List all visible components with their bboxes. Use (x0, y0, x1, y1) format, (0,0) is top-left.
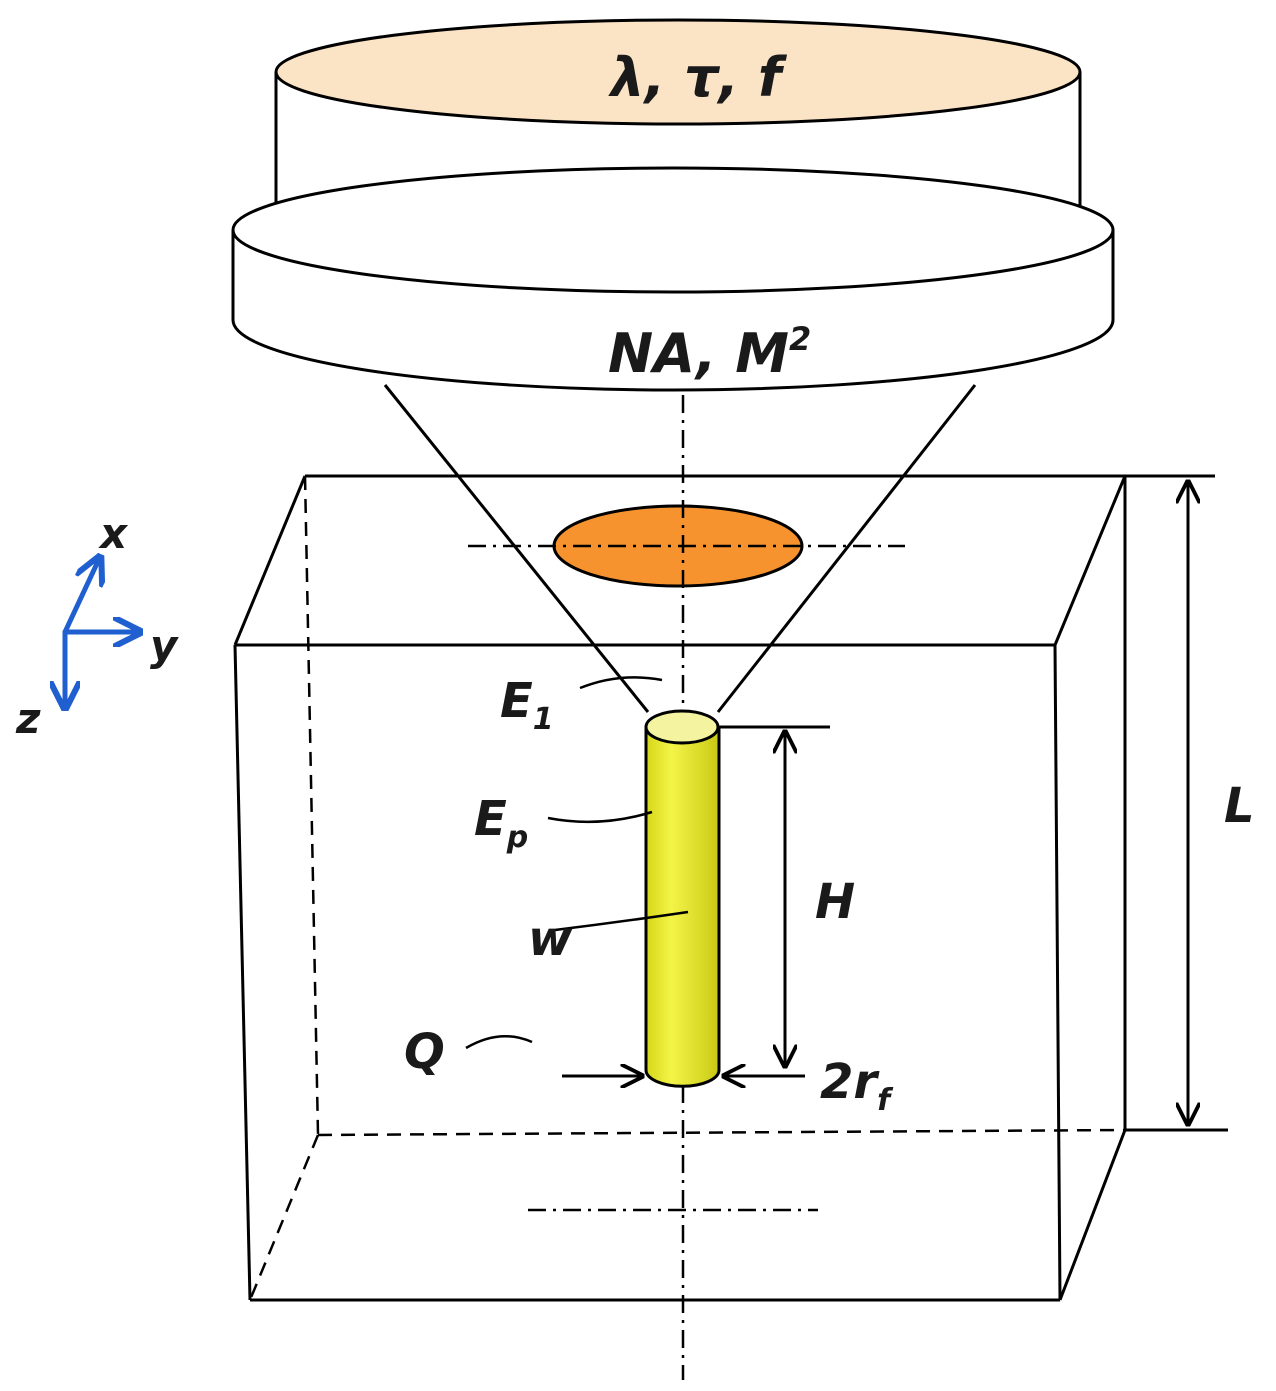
q-label: Q (404, 1024, 445, 1080)
axis-y-label: y (150, 621, 179, 670)
thickness-dimension (1125, 474, 1228, 1132)
h-label: H (815, 874, 855, 930)
center-axis-line (468, 395, 905, 1380)
wavelength-pulse-focal-label: λ, τ, f (608, 46, 788, 109)
e1-label: E1 (500, 673, 554, 737)
axis-z-label: z (15, 694, 41, 743)
label-leaders (465, 676, 689, 1050)
ep-label: Ep (474, 791, 528, 855)
axis-x-label: x (98, 509, 129, 558)
objective-lens (231, 166, 1115, 392)
beam-cone (383, 384, 977, 713)
height-dimension (720, 725, 830, 1066)
numerical-aperture-label: NA, M2 (608, 320, 811, 385)
w-label: w (528, 911, 573, 967)
upper-lens (274, 18, 1082, 232)
l-label: L (1224, 778, 1255, 834)
diameter-label: 2rf (820, 1054, 894, 1118)
drilled-channel (644, 709, 721, 1088)
coordinate-axes (65, 557, 140, 708)
workpiece-block (233, 474, 1127, 1302)
top-lens-disk (274, 18, 1082, 126)
